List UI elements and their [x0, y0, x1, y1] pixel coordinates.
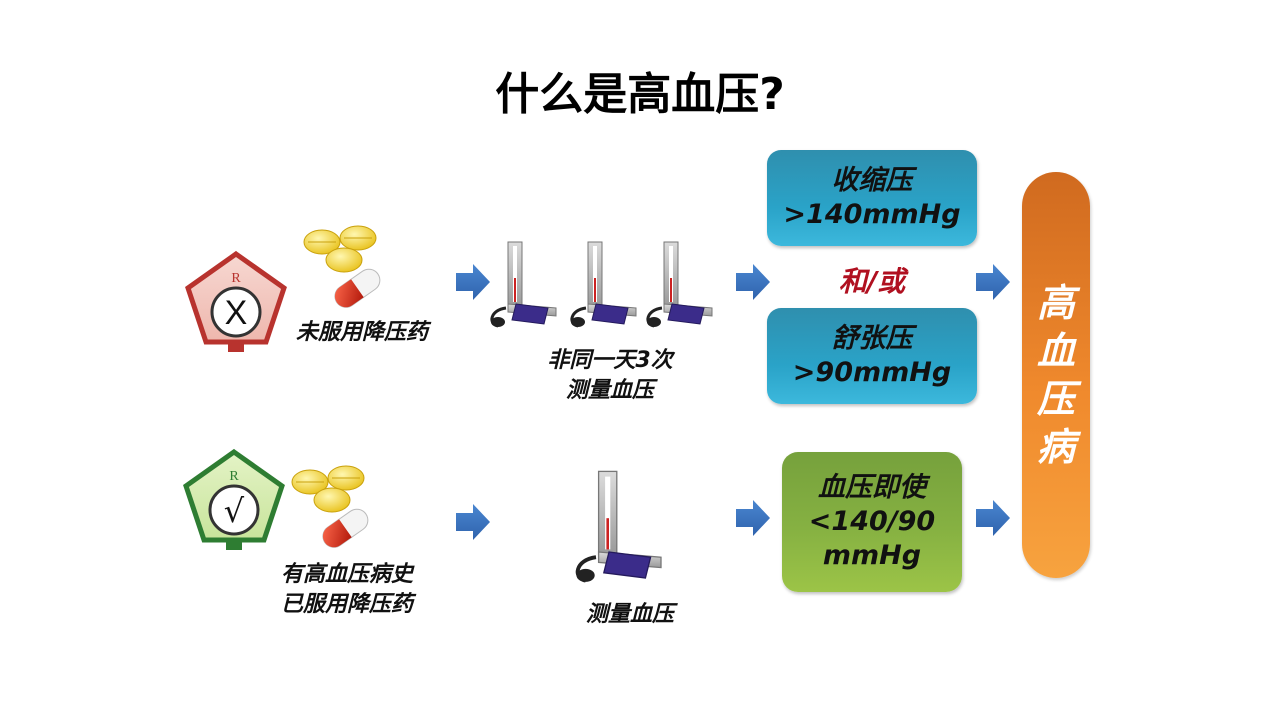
systolic-label: 收缩压 — [831, 165, 913, 196]
red-star-badge-icon: X R — [184, 250, 288, 356]
blood-pressure-monitor-icon — [570, 466, 674, 586]
result-char: 血 — [1036, 329, 1075, 373]
row1-step-label: 非同一天3次 测量血压 — [520, 346, 700, 406]
pills-icon — [288, 462, 380, 550]
blood-pressure-monitor-icon — [566, 238, 646, 330]
result-char: 高 — [1036, 281, 1075, 325]
condition-line1: 血压即使 — [818, 472, 926, 503]
result-char: 压 — [1036, 377, 1075, 421]
systolic-box: 收缩压 >140mmHg — [767, 150, 977, 246]
right-arrow-icon — [736, 500, 770, 536]
badge-symbol: X — [225, 294, 248, 332]
right-arrow-icon — [976, 500, 1010, 536]
condition-box: 血压即使 <140/90 mmHg — [782, 452, 962, 592]
page-title: 什么是高血压? — [495, 69, 785, 120]
caption-line2: 已服用降压药 — [280, 592, 413, 617]
caption-line1: 有高血压病史 — [280, 562, 413, 587]
badge-logo: R — [229, 469, 239, 484]
right-arrow-icon — [456, 504, 490, 540]
result-hypertension: 高 血 压 病 — [1022, 172, 1090, 578]
row1-caption: 未服用降压药 — [295, 320, 428, 345]
badge-symbol: √ — [224, 492, 245, 530]
badge-logo: R — [231, 271, 241, 286]
blood-pressure-monitor-icon — [486, 238, 566, 330]
row2-caption: 有高血压病史 已服用降压药 — [262, 560, 432, 620]
condition-line2: <140/90 — [808, 506, 936, 537]
and-or-connector: 和/或 — [838, 265, 906, 298]
step-label-line2: 测量血压 — [565, 378, 654, 403]
blood-pressure-monitor-icon — [642, 238, 722, 330]
diastolic-value: >90mmHg — [792, 357, 952, 388]
diastolic-box: 舒张压 >90mmHg — [767, 308, 977, 404]
pills-icon — [300, 222, 392, 310]
right-arrow-icon — [736, 264, 770, 300]
diastolic-label: 舒张压 — [831, 323, 913, 354]
right-arrow-icon — [976, 264, 1010, 300]
condition-line3: mmHg — [822, 540, 922, 571]
systolic-value: >140mmHg — [783, 199, 961, 230]
result-char: 病 — [1036, 425, 1075, 469]
green-star-badge-icon: √ R — [182, 448, 286, 554]
row2-step-label: 测量血压 — [585, 602, 674, 627]
step-label-line1: 非同一天3次 — [547, 348, 673, 373]
right-arrow-icon — [456, 264, 490, 300]
